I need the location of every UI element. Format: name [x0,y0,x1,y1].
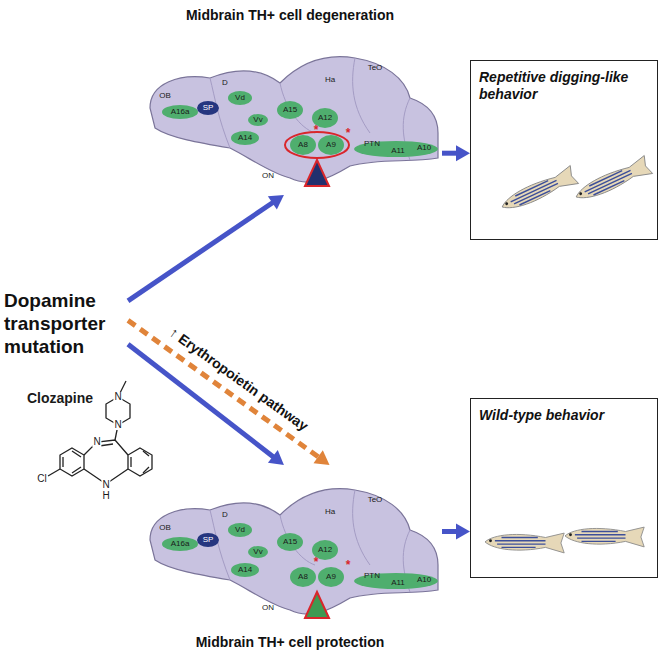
region-label: D [222,79,228,87]
connector-arrow [442,524,470,540]
region-label: A10 [417,576,431,584]
box-title: Repetitive digging-like behavior [479,69,649,103]
region-label: A15 [283,106,297,114]
edge-label: ↑ Erythropoietin pathway [167,325,310,433]
arrow-head [456,145,470,161]
region-label: Ha [325,508,335,516]
region-label: A8 [298,141,308,149]
region-label: PTN [364,572,380,580]
cause-label: Dopamine transporter mutation [4,290,128,358]
region-label: A12 [318,114,332,122]
region-label: SP [203,104,214,112]
region-label: A14 [238,134,252,142]
drug-name: Clozapine [27,391,93,405]
marker-star: * [346,127,351,139]
marker-star: * [346,559,351,571]
region-label: A16a [171,108,190,116]
atom-label: N [113,392,122,402]
box-title: Wild-type behavior [479,407,649,424]
panel-heading: Midbrain TH+ cell protection [138,634,442,651]
atom-label: N [113,420,122,430]
region-label: A14 [238,566,252,574]
atom-label: N [101,480,110,490]
region-label: Ha [325,76,335,84]
region-label: A10 [417,144,431,152]
connector-line [128,202,274,301]
region-label: A11 [391,147,405,155]
connector-line [442,529,458,534]
connector-line [128,344,274,457]
marker-star: * [314,556,319,568]
connector-line [128,320,320,458]
region-label: D [222,511,228,519]
region-label: A9 [326,141,336,149]
region-label: TeO [368,496,383,504]
region-label: A9 [326,573,336,581]
region-label: A16a [171,540,190,548]
cause-text: Dopamine transporter mutation [4,290,128,362]
region-label: A12 [318,546,332,554]
connector-arrow [442,145,470,161]
region-label: PTN [364,140,380,148]
brain-panel: Midbrain TH+ cell protection [138,465,442,655]
region-label: TeO [368,64,383,72]
region-label: Vd [235,94,245,102]
connector-line [442,151,458,156]
connector-arrow [128,320,330,465]
atom-label: H [101,491,110,501]
region-label: ON [262,172,274,180]
arrow-head [313,450,329,465]
atom-label: N [92,437,101,447]
arrow-head [456,524,470,540]
panel-heading: Midbrain TH+ cell degeneration [140,7,440,24]
region-label: OB [159,524,171,532]
arrow-head [268,195,284,209]
atom-label: Cl [36,474,47,484]
region-label: A8 [298,573,308,581]
region-label: Vv [253,116,262,124]
region-label: A15 [283,538,297,546]
region-label: Vv [253,548,262,556]
marker-star: * [314,124,319,136]
connector-arrow [128,195,284,301]
region-label: Vd [235,526,245,534]
region-label: SP [203,536,214,544]
arrow-head [268,450,284,465]
region-label: A11 [391,579,405,587]
region-label: OB [159,92,171,100]
brain-panel: Midbrain TH+ cell degeneration [138,5,442,195]
behavior-box: Wild-type behavior [470,398,658,578]
region-label: ON [262,604,274,612]
behavior-box: Repetitive digging-like behavior [470,60,658,240]
